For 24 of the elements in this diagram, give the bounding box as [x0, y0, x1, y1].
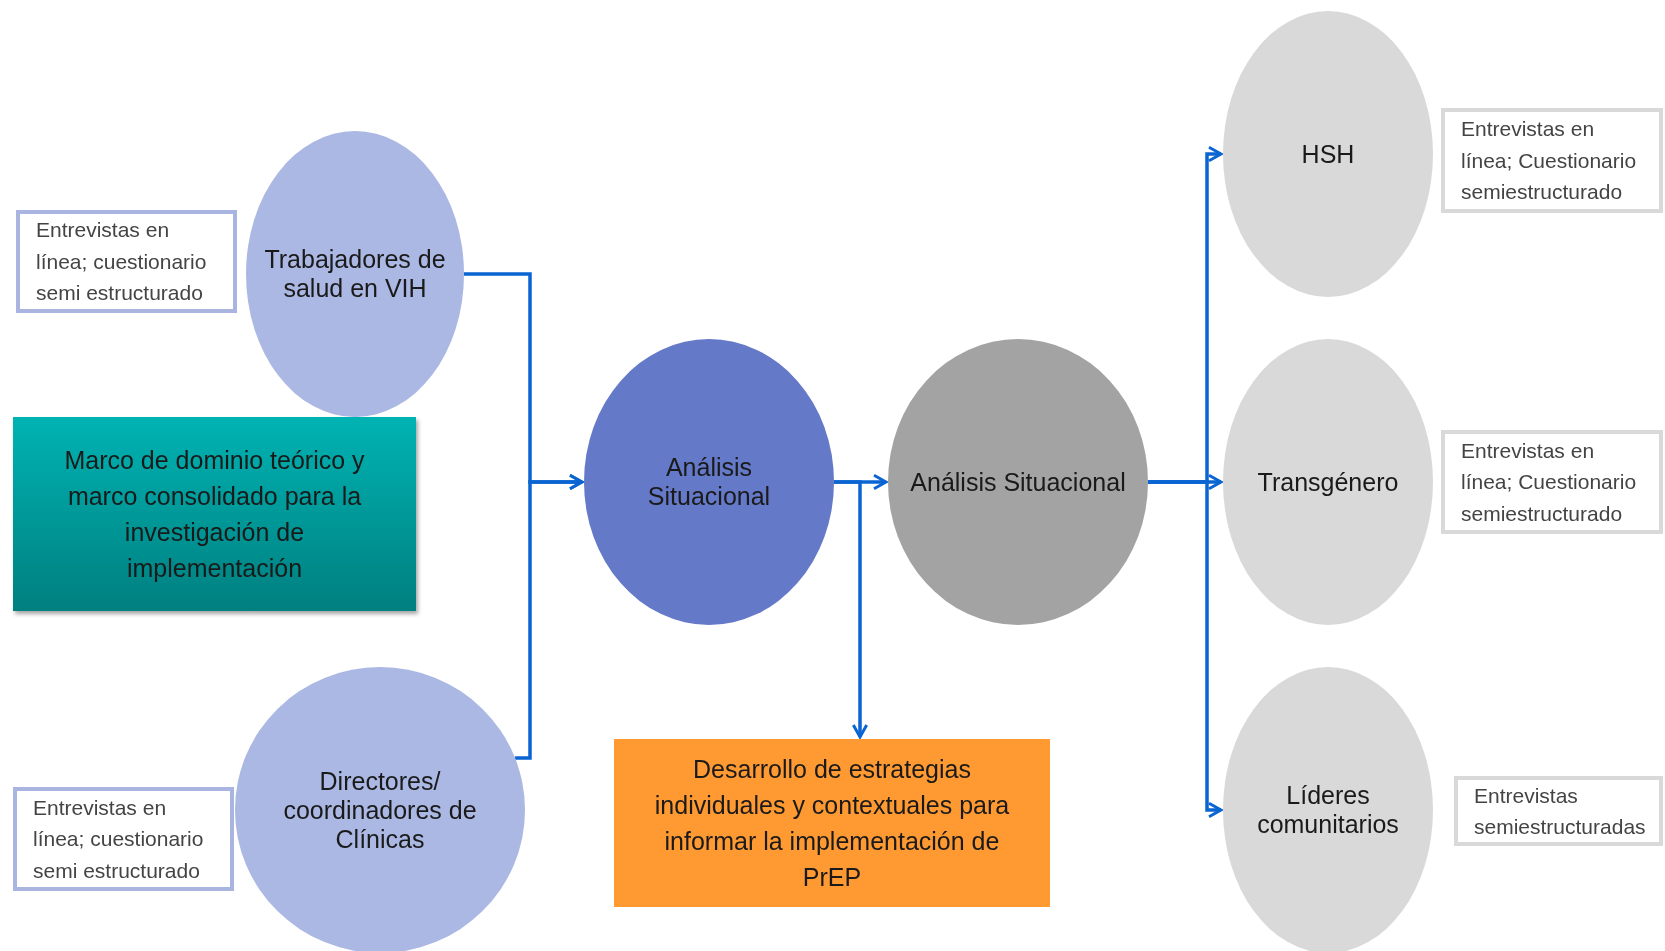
note-box — [1441, 108, 1663, 213]
arrow — [1148, 480, 1223, 819]
node-label: Desarrollo de estrategias individuales y contextuales para informar la implementación de PrEP — [653, 753, 1011, 894]
framework-box — [13, 417, 416, 611]
strategy-box — [614, 739, 1050, 907]
node-label: Marco de dominio teórico y marco consolidado para la investigación de implementación — [63, 444, 366, 585]
arrow — [515, 473, 584, 760]
node-label: Análisis Situacional — [910, 467, 1126, 497]
method-note: Entrevistas en línea; Cuestionario semiestructurado — [1461, 437, 1638, 527]
note-box — [16, 210, 237, 313]
method-note: Entrevistas en línea; cuestionario semi estructurado — [36, 217, 208, 307]
node-label: Líderes comunitarios — [1256, 781, 1400, 839]
method-note: Entrevistas en línea; Cuestionario semiestructurado — [1461, 116, 1638, 206]
arrow — [834, 480, 869, 739]
method-note: Entrevistas semiestructuradas — [1474, 782, 1646, 840]
node-label: Transgénero — [1257, 467, 1399, 497]
method-note: Entrevistas en línea; cuestionario semi estructurado — [33, 794, 205, 884]
node-label: Directores/ coordinadores de Clínicas — [282, 766, 478, 854]
note-box — [1441, 430, 1663, 534]
node-label: HSH — [1301, 139, 1355, 169]
node-label: Análisis Situacional — [646, 453, 772, 511]
note-box — [1454, 776, 1663, 846]
note-box — [13, 787, 234, 891]
node-label: Trabajadores de salud en VIH — [264, 245, 446, 303]
